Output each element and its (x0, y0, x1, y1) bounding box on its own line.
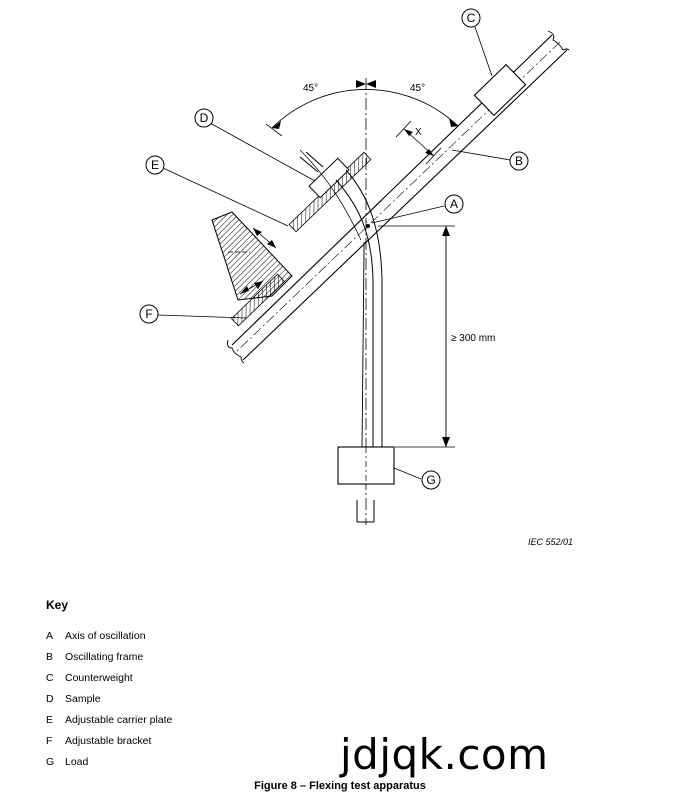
svg-text:D: D (200, 111, 209, 125)
leader-e (162, 167, 289, 227)
x-dimension-label: X (415, 127, 422, 138)
svg-text:A: A (450, 197, 458, 211)
angle-arrow-top-right (366, 80, 376, 88)
callout-c: C (461, 8, 481, 28)
callout-b: B (509, 151, 529, 171)
sample-stub (299, 156, 319, 173)
svg-text:C: C (467, 11, 476, 25)
leader-c (474, 26, 493, 77)
angle-arrow-right (449, 118, 458, 127)
adjustable-bracket (211, 211, 293, 301)
angle-arrow-left (272, 121, 281, 129)
key-title: Key (46, 598, 69, 612)
svg-text:F: F (145, 307, 152, 321)
leader-d (209, 122, 316, 182)
leader-f (157, 314, 247, 319)
angle-label-left: 45° (303, 83, 318, 94)
figure-caption: Figure 8 – Flexing test apparatus (254, 780, 426, 792)
counterweight (473, 63, 527, 117)
angle-tick-left (265, 123, 283, 137)
leader-a (371, 205, 445, 224)
angle-label-right: 45° (410, 83, 425, 94)
angle-arrow-top-left (356, 80, 366, 88)
sample-clamp (308, 157, 350, 199)
svg-text:E: E (151, 158, 159, 172)
leader-g (393, 467, 422, 480)
sample-cable (335, 179, 374, 448)
svg-text:B: B (515, 154, 523, 168)
leader-b (451, 149, 511, 161)
angle-arc (271, 89, 459, 129)
callout-e: E (145, 155, 165, 175)
iec-reference: IEC 552/01 (528, 537, 573, 547)
callout-f: F (139, 304, 159, 324)
callout-d: D (194, 108, 214, 128)
svg-text:G: G (426, 473, 435, 487)
distance-label: ≥ 300 mm (451, 333, 495, 344)
oscillation-axis-point (366, 224, 370, 228)
flexing-apparatus-diagram: 45° 45° X ≥ 300 mm (139, 8, 573, 547)
callout-a: A (444, 194, 464, 214)
carrier-plate (288, 151, 372, 233)
callout-g: G (421, 470, 441, 490)
watermark: jdjqk.com (340, 730, 549, 779)
